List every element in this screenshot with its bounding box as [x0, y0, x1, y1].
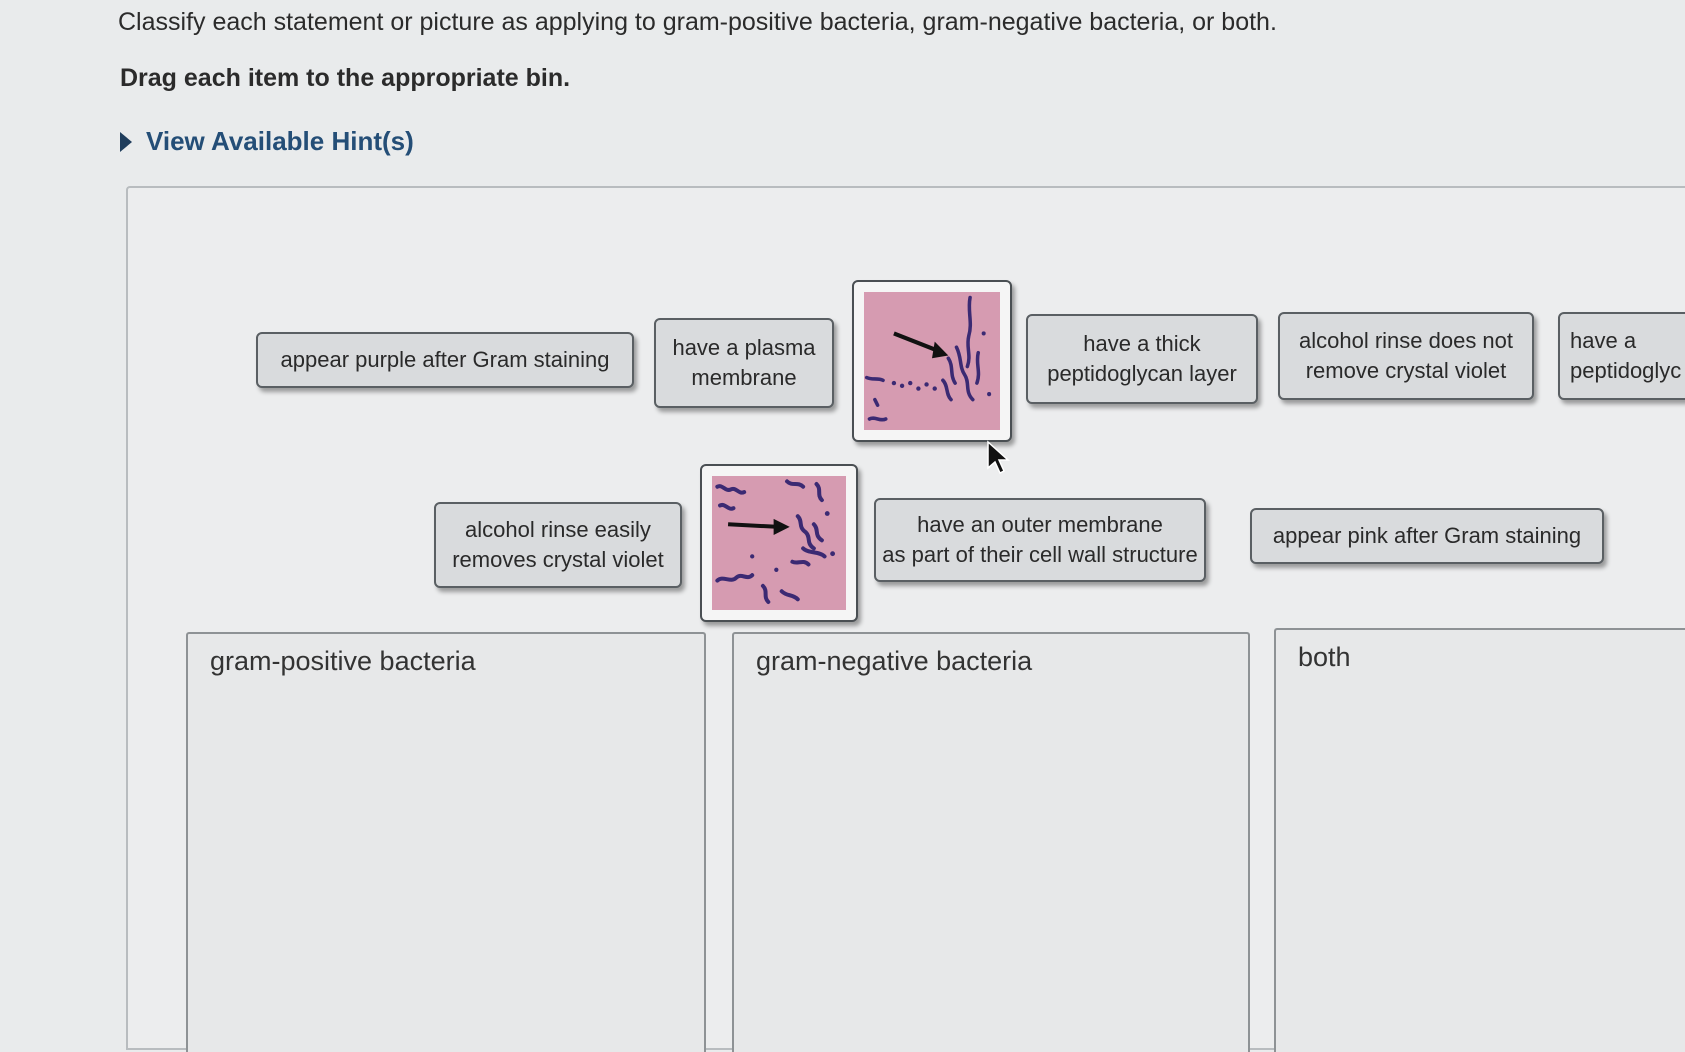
view-hints-toggle[interactable]: View Available Hint(s)	[120, 126, 414, 157]
item-outer-membrane[interactable]: have an outer membrane as part of their …	[874, 498, 1206, 582]
bin-gram-negative[interactable]: gram-negative bacteria	[732, 632, 1250, 1052]
item-appear-pink[interactable]: appear pink after Gram staining	[1250, 508, 1604, 564]
mouse-pointer-icon	[987, 440, 1010, 475]
bin-label-both: both	[1298, 642, 1351, 672]
item-rinse-does-not-remove[interactable]: alcohol rinse does not remove crystal vi…	[1278, 312, 1534, 400]
drag-drop-workspace: appear purple after Gram staining have a…	[126, 186, 1685, 1052]
item-thick-peptidoglycan[interactable]: have a thick peptidoglycan layer	[1026, 314, 1258, 404]
bin-label-gram-negative: gram-negative bacteria	[756, 646, 1033, 676]
bin-both[interactable]: both	[1274, 628, 1685, 1052]
gram-stain-image-1	[864, 292, 1000, 430]
item-appear-purple[interactable]: appear purple after Gram staining	[256, 332, 634, 388]
gram-stain-image-2	[712, 476, 846, 610]
item-plasma-membrane[interactable]: have a plasma membrane	[654, 318, 834, 408]
bin-label-gram-positive: gram-positive bacteria	[210, 646, 476, 676]
item-thin-peptidoglycan-partial[interactable]: have a peptidoglyc	[1558, 312, 1685, 400]
item-rinse-easily-removes[interactable]: alcohol rinse easily removes crystal vio…	[434, 502, 682, 588]
drag-instruction: Drag each item to the appropriate bin.	[120, 64, 571, 92]
expand-triangle-icon	[120, 131, 132, 152]
item-stain-micrograph-2[interactable]	[700, 464, 858, 622]
item-stain-micrograph-1[interactable]	[852, 280, 1012, 442]
question-instruction: Classify each statement or picture as ap…	[118, 8, 1277, 36]
bin-gram-positive[interactable]: gram-positive bacteria	[186, 632, 706, 1052]
view-hints-link[interactable]: View Available Hint(s)	[146, 126, 414, 156]
